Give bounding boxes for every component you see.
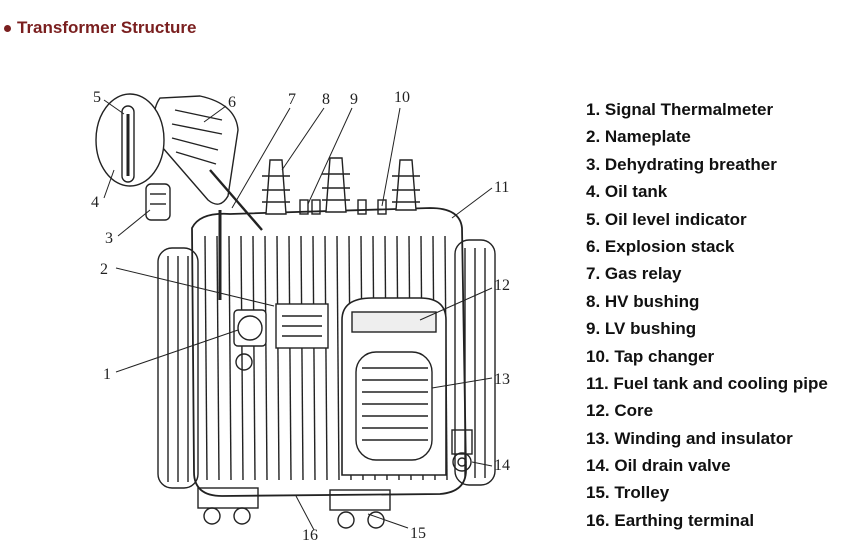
transformer-body [95,93,496,529]
lv-bushings [299,199,387,215]
drain-valve [451,429,473,472]
legend-item: 7. Gas relay [586,264,682,284]
breather [145,183,171,221]
callout-12: 12 [494,277,510,294]
core-cutaway [341,297,447,476]
legend-item: 15. Trolley [586,483,670,503]
left-radiator [157,247,199,489]
callout-9: 9 [350,91,358,108]
legend-item: 3. Dehydrating breather [586,154,777,174]
nameplate [275,303,329,349]
legend-item: 2. Nameplate [586,127,691,147]
callout-14: 14 [494,457,510,474]
callout-7: 7 [288,91,296,108]
oil-level-indicator [95,93,165,187]
legend-item: 8. HV bushing [586,291,700,311]
legend-item: 6. Explosion stack [586,236,735,256]
right-radiator [454,239,496,486]
callout-8: 8 [322,91,330,108]
legend-item: 10. Tap changer [586,346,715,366]
legend-item: 11. Fuel tank and cooling pipe [586,373,828,393]
hv-bushings [262,157,420,215]
trolley [197,487,391,529]
bullet-dot [4,24,11,32]
callout-1: 1 [103,366,111,383]
legend-item: 13. Winding and insulator [586,428,793,448]
callout-numbers: 1 2 3 4 5 6 7 8 9 10 11 12 13 14 15 16 [91,89,510,544]
heading-text: Transformer Structure [17,18,197,37]
legend-item: 14. Oil drain valve [586,456,731,476]
callout-6: 6 [228,94,236,111]
thermometer [233,309,267,371]
leader-lines [103,99,493,531]
parts-legend: 1. Signal Thermalmeter 2. Nameplate 3. D… [586,96,828,534]
callout-16: 16 [302,527,318,544]
legend-item: 9. LV bushing [586,319,697,339]
section-heading: Transformer Structure [4,18,197,38]
callout-10: 10 [394,89,410,106]
callout-13: 13 [494,371,510,388]
callout-11: 11 [494,179,509,196]
callout-2: 2 [100,261,108,278]
legend-item: 12. Core [586,401,654,421]
callout-15: 15 [410,525,426,542]
legend-item: 4. Oil tank [586,182,668,202]
legend-item: 1. Signal Thermalmeter [586,100,774,119]
legend-item: 5. Oil level indicator [586,209,747,229]
callout-3: 3 [105,230,113,247]
callout-5: 5 [93,89,101,106]
legend-item: 16. Earthing terminal [586,510,755,530]
callout-4: 4 [91,194,99,211]
